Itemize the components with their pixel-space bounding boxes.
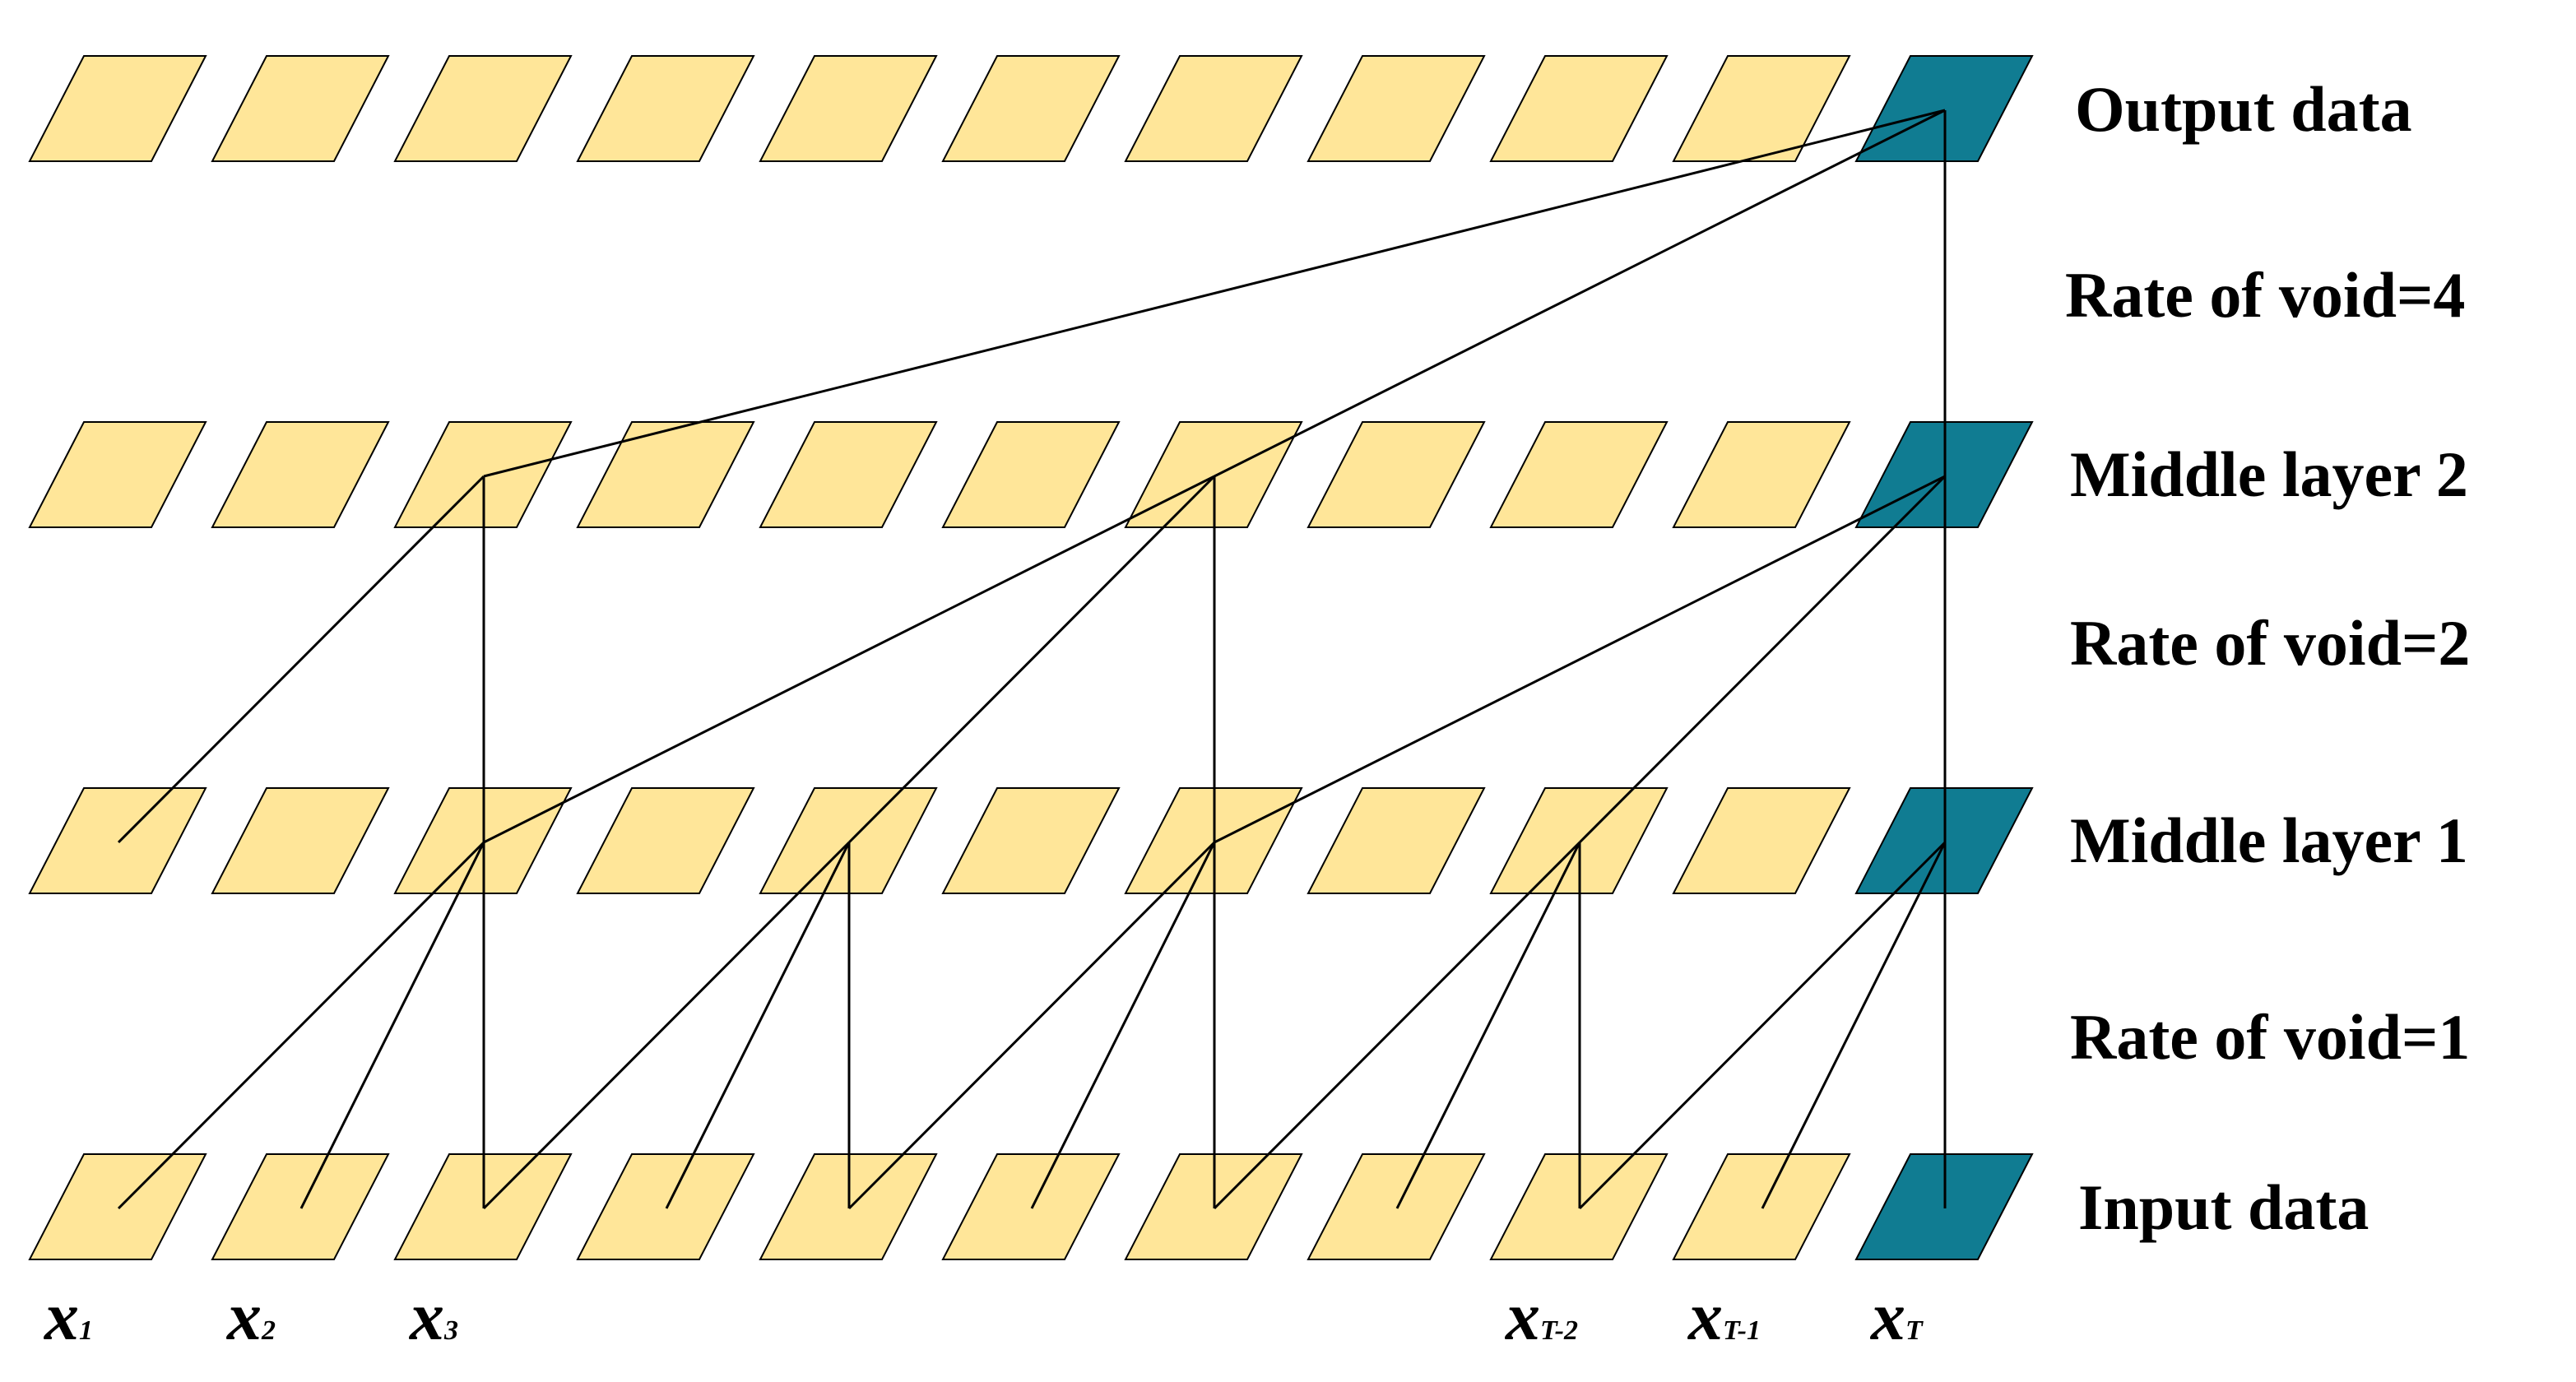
input-labels: x1 x2 x3 xT-2 xT-1 xT <box>43 1278 1924 1355</box>
output-cell-9 <box>1489 55 1669 162</box>
connection-line <box>847 475 1216 844</box>
output-cell-1 <box>28 55 207 162</box>
middle1-cell-2 <box>211 787 390 894</box>
middle1-cell-1 <box>28 787 207 894</box>
output-cell-10 <box>1672 55 1851 162</box>
middle1-cell-8 <box>1307 787 1486 894</box>
connection-line <box>1395 842 1581 1209</box>
connection-line <box>483 109 1946 478</box>
layer-label-input: Input data <box>2078 1171 2369 1243</box>
input-label-2: x2 <box>225 1278 276 1355</box>
input-label-t-1: xT-1 <box>1687 1278 1761 1355</box>
output-cell-7 <box>1124 55 1303 162</box>
input-cell-6 <box>941 1153 1121 1260</box>
middle2-cell-4 <box>576 421 755 528</box>
layer-label-middle1: Middle layer 1 <box>2070 805 2468 876</box>
output-cell-8 <box>1307 55 1486 162</box>
output-cell-5 <box>759 55 938 162</box>
middle2-cell-8 <box>1307 421 1486 528</box>
input-label-3: x3 <box>408 1278 458 1355</box>
middle2-cell-10 <box>1672 421 1851 528</box>
middle1-cell-9 <box>1489 787 1669 894</box>
middle2-cell-5 <box>759 421 938 528</box>
input-cell-8 <box>1307 1153 1486 1260</box>
middle2-cell-6 <box>941 421 1121 528</box>
layer-label-middle2: Middle layer 2 <box>2070 438 2468 510</box>
input-cell-4 <box>576 1153 755 1260</box>
connection-line <box>1214 109 1946 478</box>
layer-label-output: Output data <box>2075 73 2412 145</box>
input-cell-2 <box>211 1153 390 1260</box>
connection-line <box>1578 841 1947 1210</box>
output-cell-2 <box>211 55 390 162</box>
connection-line <box>665 842 851 1209</box>
rate-label-2: Rate of void=2 <box>2070 607 2470 679</box>
output-cell-6 <box>941 55 1121 162</box>
connections <box>117 109 1947 1210</box>
middle1-cell-6 <box>941 787 1121 894</box>
rate-label-4: Rate of void=4 <box>2065 259 2465 331</box>
output-cell-3 <box>393 55 573 162</box>
rate-label-1: Rate of void=1 <box>2070 1001 2470 1073</box>
input-label-t-2: xT-2 <box>1504 1278 1578 1355</box>
cells <box>28 55 2034 1260</box>
output-cell-11 <box>1854 55 2034 162</box>
connection-line <box>847 841 1216 1210</box>
middle2-cell-1 <box>28 421 207 528</box>
middle2-cell-3 <box>393 421 573 528</box>
middle1-cell-10 <box>1672 787 1851 894</box>
middle2-cell-9 <box>1489 421 1669 528</box>
connection-line <box>1030 842 1216 1209</box>
middle2-cell-2 <box>211 421 390 528</box>
middle1-cell-5 <box>759 787 938 894</box>
connection-line <box>1213 841 1581 1210</box>
connection-line <box>1578 475 1947 844</box>
middle2-cell-7 <box>1124 421 1303 528</box>
input-label-t: xT <box>1869 1278 1924 1355</box>
connection-line <box>483 475 1215 844</box>
connection-line <box>1214 475 1946 844</box>
middle1-cell-4 <box>576 787 755 894</box>
connection-line <box>117 841 485 1210</box>
connection-line <box>1761 842 1947 1209</box>
connection-line <box>482 841 851 1210</box>
connection-line <box>117 475 485 844</box>
connection-line <box>299 842 485 1209</box>
output-cell-4 <box>576 55 755 162</box>
input-label-1: x1 <box>43 1278 93 1355</box>
input-cell-1 <box>28 1153 207 1260</box>
input-cell-10 <box>1672 1153 1851 1260</box>
